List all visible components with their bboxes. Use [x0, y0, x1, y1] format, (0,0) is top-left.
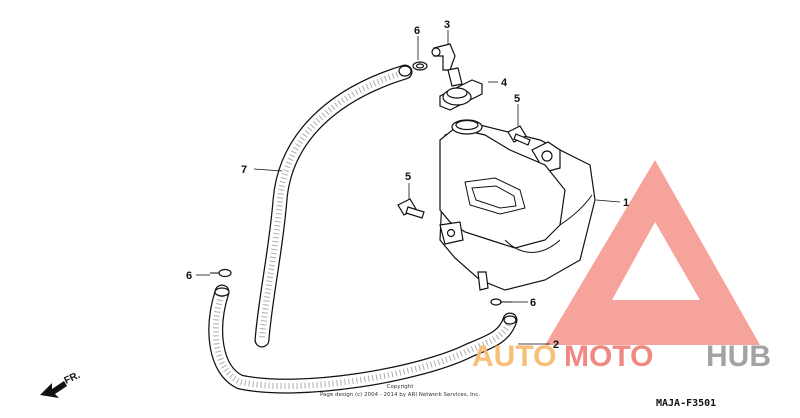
drain-hose[interactable]	[208, 284, 518, 394]
callout-5-left: 5	[405, 171, 411, 183]
callout-7: 7	[241, 164, 247, 176]
watermark-triangle	[545, 160, 760, 345]
callout-6-top: 6	[414, 25, 420, 37]
watermark-logo	[545, 160, 760, 345]
tank-cap[interactable]	[439, 67, 483, 111]
hose-clip-lower[interactable]	[490, 298, 512, 306]
callout-5-upper: 5	[514, 93, 520, 105]
watermark-wordmark: AUTO MOTO HUB	[472, 340, 771, 373]
callout-6-left: 6	[186, 270, 192, 282]
watermark-hub: HUB	[706, 340, 771, 373]
breather-elbow[interactable]	[431, 43, 456, 71]
hose-clip-left[interactable]	[210, 268, 232, 278]
diagram-code: MAJA-F3501	[656, 398, 716, 409]
direction-label: FR.	[63, 370, 82, 387]
callout-6-lower: 6	[530, 297, 536, 309]
callout-1: 1	[623, 197, 629, 209]
flange-bolt-upper[interactable]	[507, 125, 531, 146]
hose-clip-top[interactable]	[412, 61, 428, 71]
leader-lines	[196, 30, 621, 345]
arrow-icon	[40, 381, 67, 398]
flange-bolt-left[interactable]	[397, 198, 425, 219]
reserve-tank[interactable]	[439, 119, 596, 291]
copyright-line: Page design (c) 2004 - 2014 by ARI Netwo…	[320, 392, 480, 398]
front-direction-indicator: FR.	[40, 370, 82, 398]
callout-2: 2	[553, 339, 559, 351]
overflow-hose[interactable]	[254, 64, 413, 348]
callout-4: 4	[501, 77, 508, 89]
watermark-moto: MOTO	[564, 340, 653, 373]
callout-3: 3	[444, 19, 450, 31]
copyright-heading: Copyright	[387, 384, 415, 390]
watermark-auto: AUTO	[472, 340, 556, 373]
